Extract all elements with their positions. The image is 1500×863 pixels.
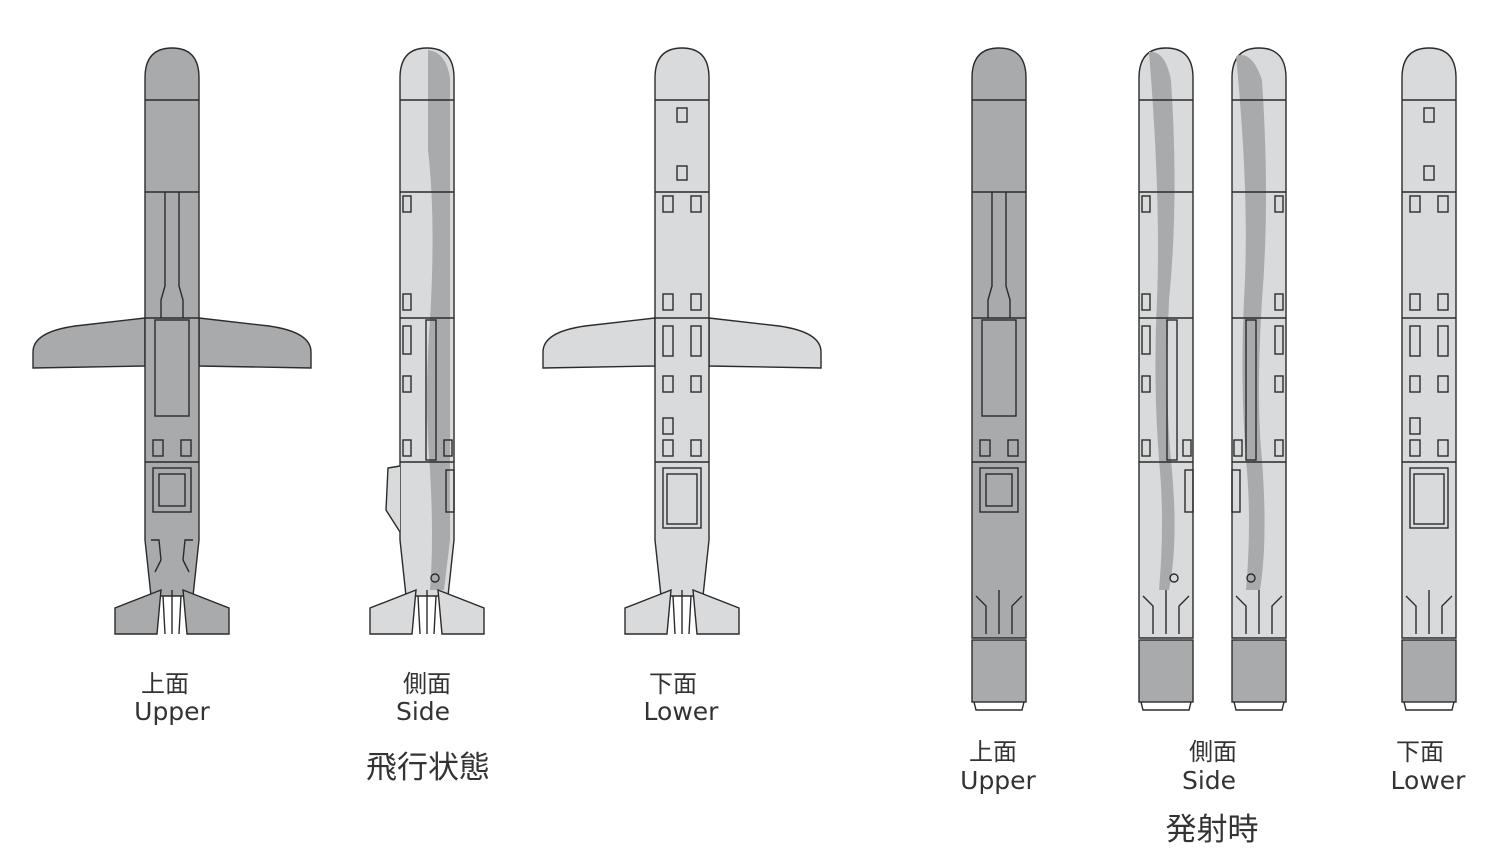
missile-launch-side-right (1231, 47, 1287, 711)
label-launch-upper-en: Upper (960, 766, 1036, 795)
label-flight-lower-jp: 下面 (649, 670, 697, 698)
missile-flight-side (369, 47, 485, 635)
label-flight-side-en: Side (396, 697, 450, 726)
group-title-launch: 発射時 (1166, 812, 1259, 848)
label-flight-upper-en: Upper (134, 697, 210, 726)
label-launch-lower-en: Lower (1391, 766, 1467, 795)
label-flight-lower-en: Lower (644, 697, 720, 726)
missile-launch-upper (971, 47, 1027, 711)
label-launch-side-en: Side (1182, 766, 1236, 795)
group-title-flight: 飛行状態 (366, 750, 490, 786)
missile-launch-side-left (1138, 47, 1194, 711)
label-launch-upper-jp: 上面 (969, 738, 1017, 766)
label-launch-lower-jp: 下面 (1396, 738, 1444, 766)
label-flight-upper-jp: 上面 (141, 670, 189, 698)
missile-flight-upper (32, 47, 312, 635)
missile-launch-lower (1401, 47, 1457, 711)
missile-flight-lower (542, 47, 822, 635)
label-flight-side-jp: 側面 (403, 670, 451, 698)
label-launch-side-jp: 側面 (1189, 738, 1237, 766)
